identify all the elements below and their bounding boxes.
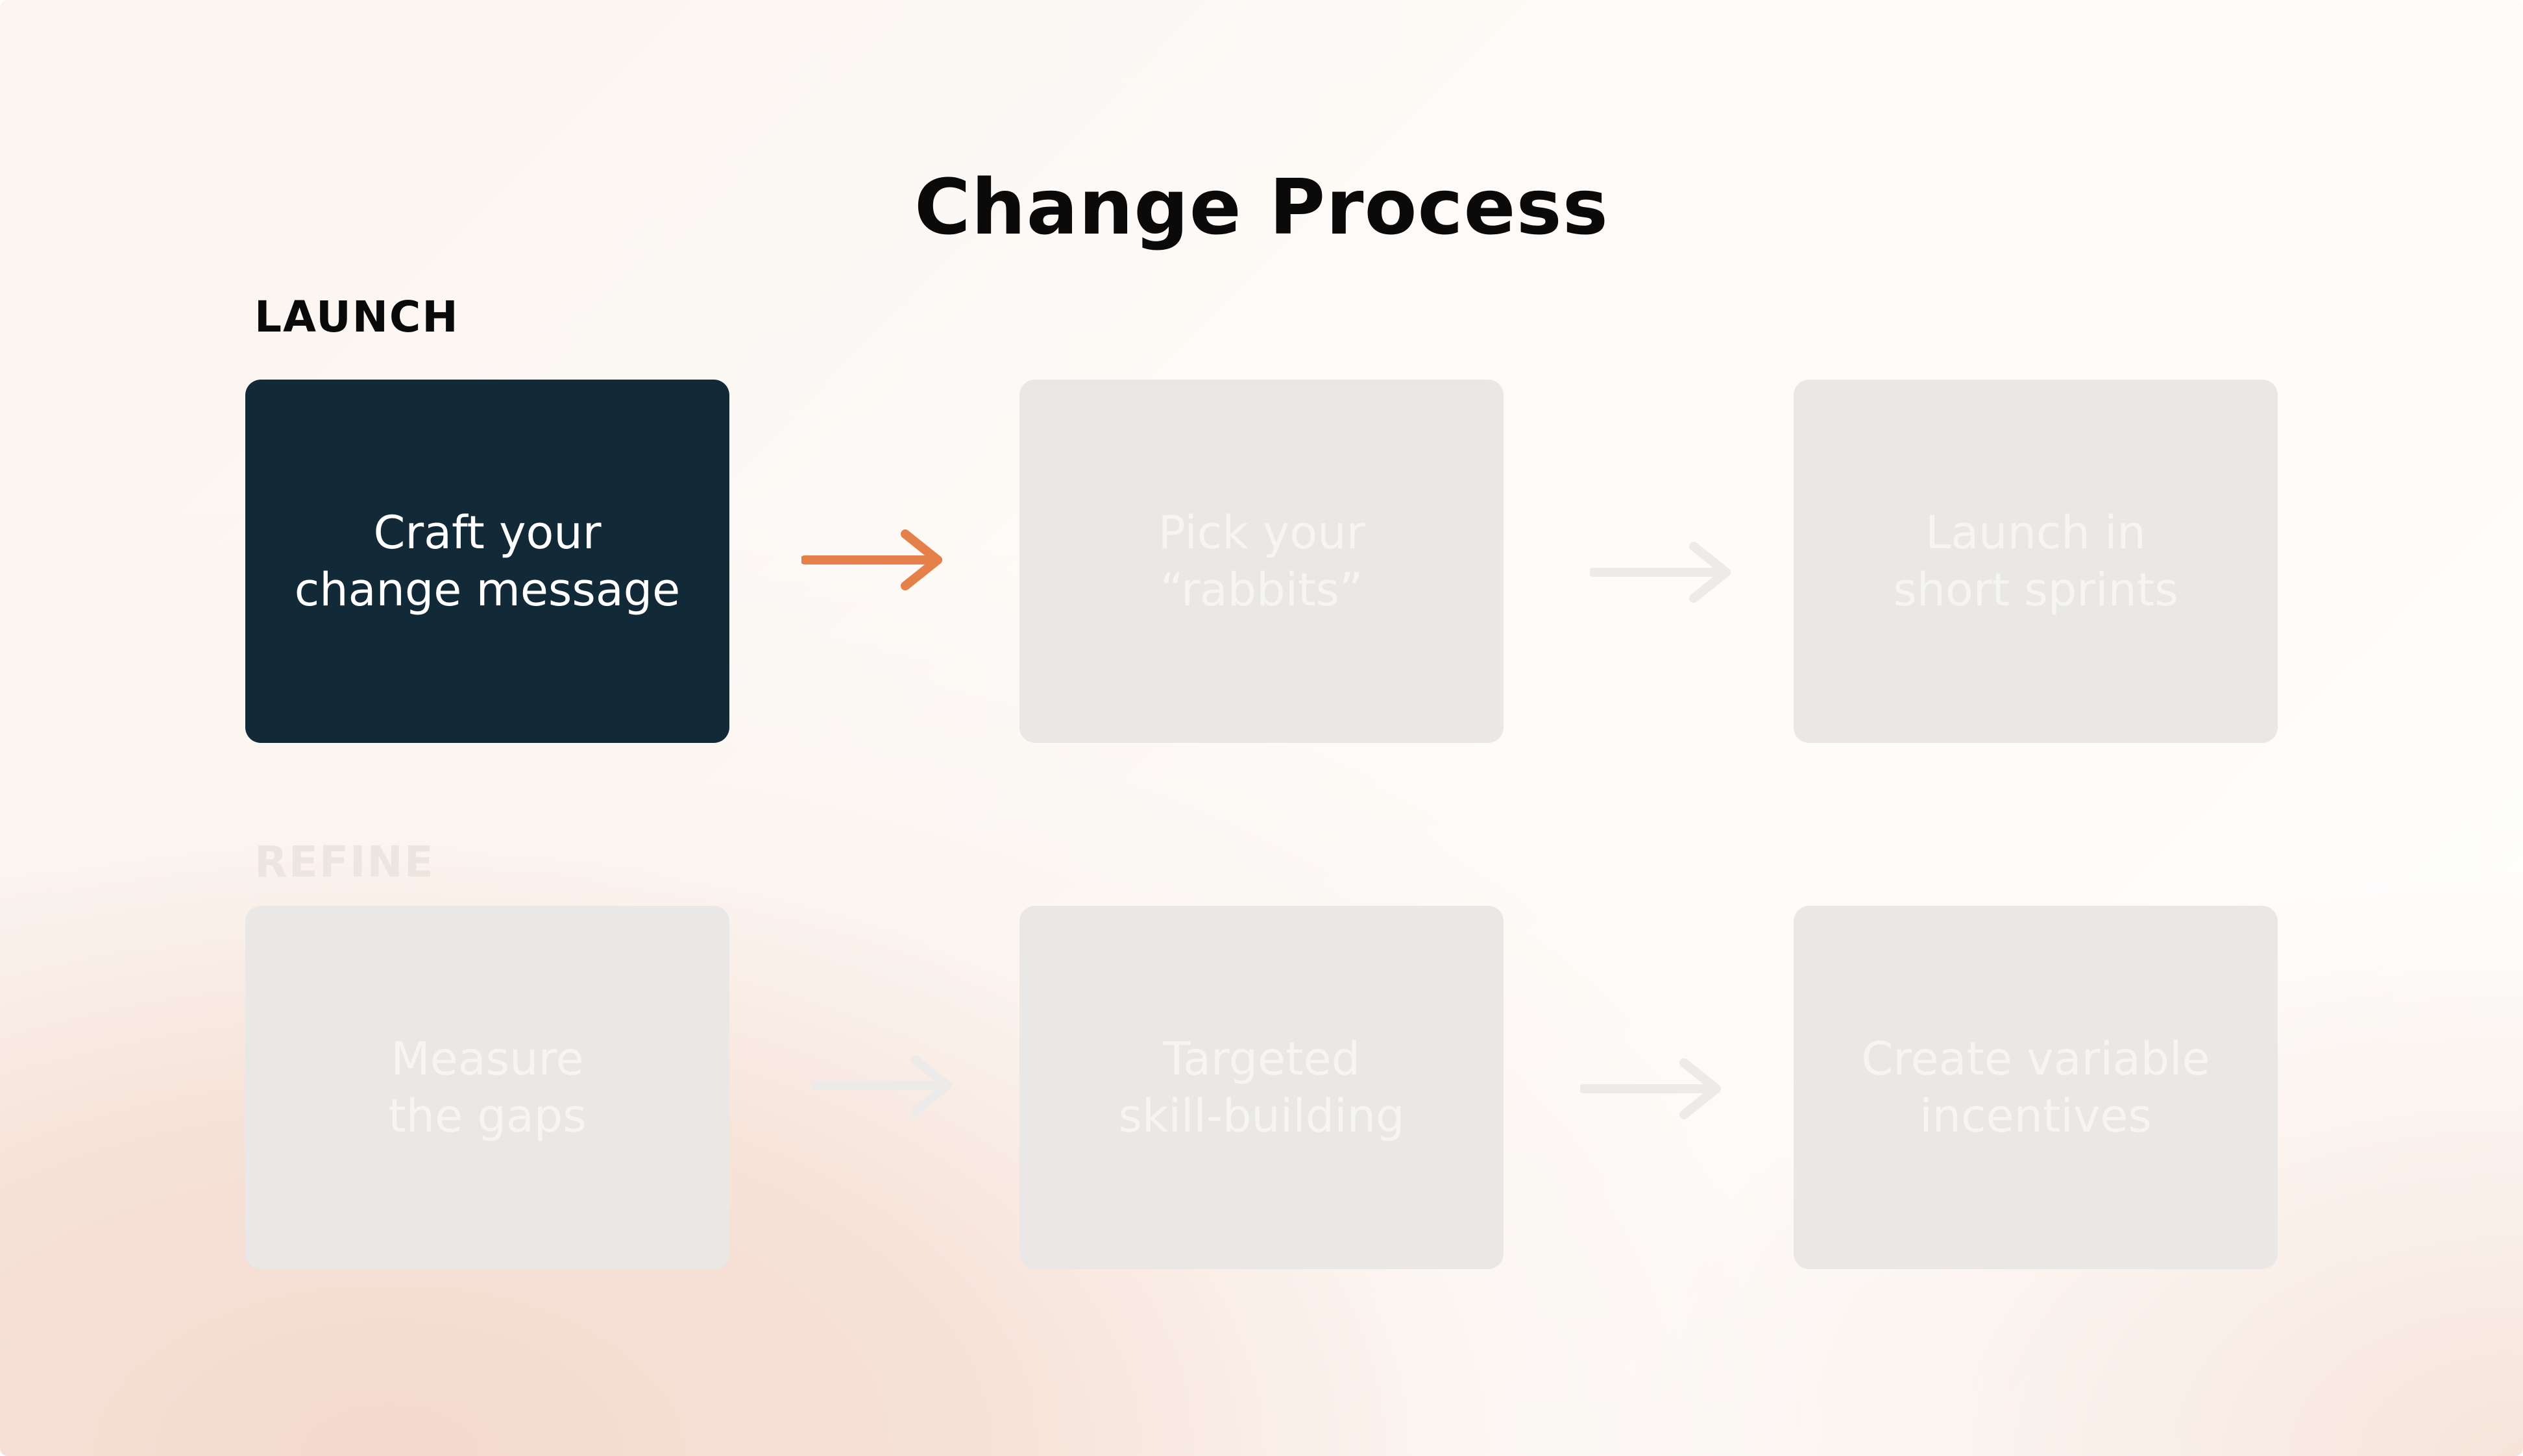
step-measure-gaps[interactable]: Measure the gaps <box>245 906 729 1269</box>
arrow-right-icon <box>1580 1058 1721 1119</box>
arrow-right-icon <box>801 529 942 590</box>
section-label-launch: LAUNCH <box>254 292 459 342</box>
step-pick-rabbits[interactable]: Pick your “rabbits” <box>1019 380 1504 743</box>
step-targeted-skill-building[interactable]: Targeted skill-building <box>1019 906 1504 1269</box>
step-craft-change-message[interactable]: Craft your change message <box>245 380 729 743</box>
arrow-right-icon <box>811 1055 952 1116</box>
step-launch-short-sprints[interactable]: Launch in short sprints <box>1794 380 2278 743</box>
diagram-title: Change Process <box>914 162 1609 252</box>
arrow-right-icon <box>1590 542 1731 603</box>
section-label-refine: REFINE <box>254 837 435 887</box>
step-create-variable-incentives[interactable]: Create variable incentives <box>1794 906 2278 1269</box>
